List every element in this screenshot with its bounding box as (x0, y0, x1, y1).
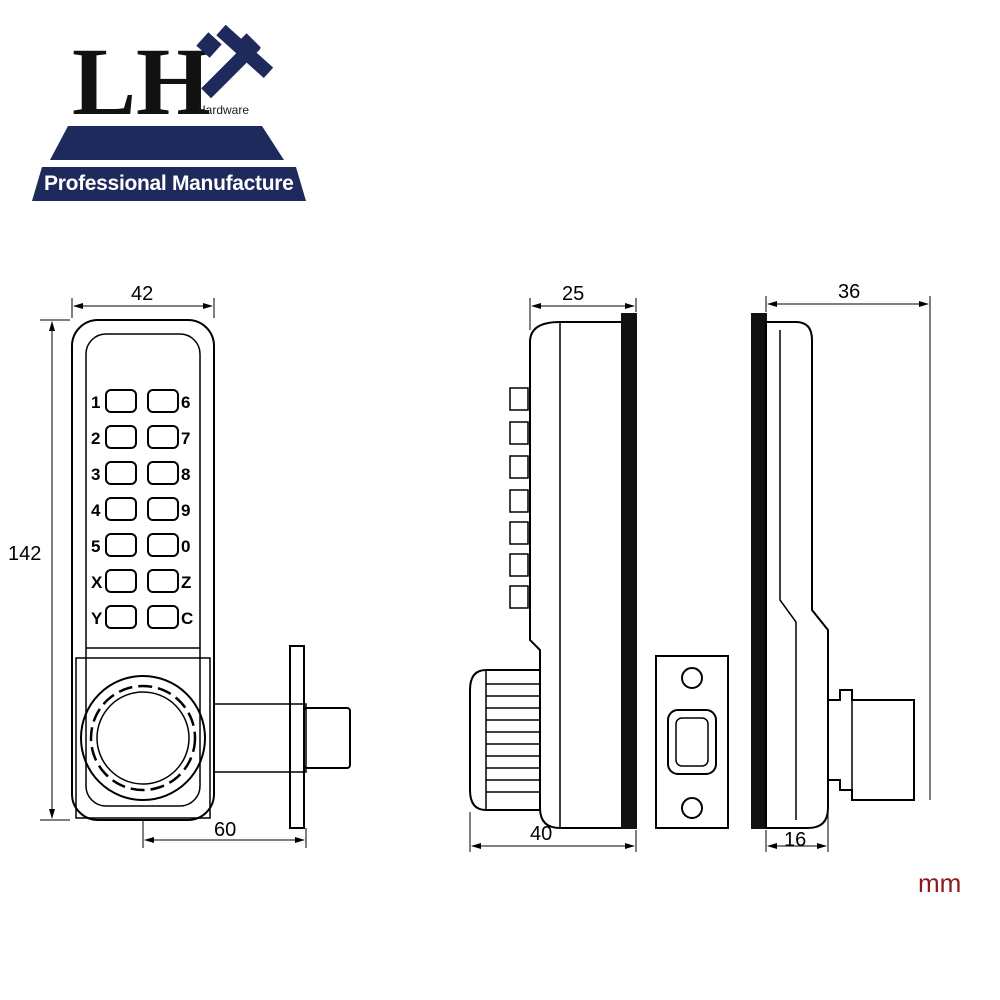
side-dimension-lines (469, 298, 637, 852)
front-view (71, 319, 351, 829)
rear-view (751, 313, 915, 829)
key-label-left: Y (91, 609, 103, 628)
front-inner-frame (85, 333, 201, 807)
knob-housing (75, 657, 211, 819)
dim-bolt-length: 60 (214, 819, 236, 841)
strike-screw-hole-top (681, 667, 703, 689)
knob-outer (80, 675, 206, 801)
key-label-right: C (181, 609, 193, 628)
rear-body (765, 321, 829, 829)
strike-screw-hole-bottom (681, 797, 703, 819)
key-label-right: 8 (181, 465, 190, 484)
dim-front-height: 142 (8, 543, 41, 565)
side-buttons (509, 387, 529, 609)
crossed-tools-icon (196, 24, 274, 99)
logo-band (50, 126, 284, 160)
side-body (529, 321, 623, 829)
key-label-right: 0 (181, 537, 190, 556)
latch-bolt (303, 707, 351, 769)
side-knob (469, 669, 540, 811)
dim-rear-base: 16 (784, 829, 806, 851)
knob-grip (89, 684, 197, 792)
key-label-right: 7 (181, 429, 190, 448)
side-view (469, 313, 637, 829)
strike-bolt-opening (667, 709, 717, 775)
logo-brand-letters: LH (72, 28, 211, 135)
strike-plate (655, 655, 729, 829)
key-label-right: 9 (181, 501, 190, 520)
logo-graphic: LH (32, 24, 306, 201)
key-label-right: 6 (181, 393, 190, 412)
dim-rear-depth: 36 (838, 281, 860, 303)
dim-front-width: 42 (131, 283, 153, 305)
key-label-left: 2 (91, 429, 100, 448)
key-label-left: X (91, 573, 103, 592)
logo-tagline: Professional Manufacture (44, 172, 294, 195)
bolt-shaft (213, 703, 307, 773)
key-label-left: 1 (91, 393, 100, 412)
front-dimension-lines (40, 298, 307, 848)
unit-label: mm (918, 868, 962, 898)
dim-side-depth: 25 (562, 283, 584, 305)
key-label-left: 3 (91, 465, 100, 484)
key-label-left: 5 (91, 537, 100, 556)
tagline-banner (32, 167, 306, 201)
strike-plate-body (655, 655, 729, 829)
rear-spindle (828, 689, 915, 801)
bolt-faceplate (289, 645, 305, 829)
side-mount-plate (621, 313, 637, 829)
logo-subtitle: Hardware (197, 103, 250, 117)
key-label-right: Z (181, 573, 191, 592)
keypad-labels: 1 2 3 4 5 X Y 6 7 8 9 0 Z C (91, 393, 193, 628)
side-knob-ridges (485, 670, 540, 810)
rear-dimension-lines (765, 296, 931, 852)
keypad (105, 389, 179, 629)
knob-inner (96, 691, 190, 785)
rear-mount-plate (751, 313, 767, 829)
key-label-left: 4 (91, 501, 101, 520)
dim-side-knob-depth: 40 (530, 823, 552, 845)
